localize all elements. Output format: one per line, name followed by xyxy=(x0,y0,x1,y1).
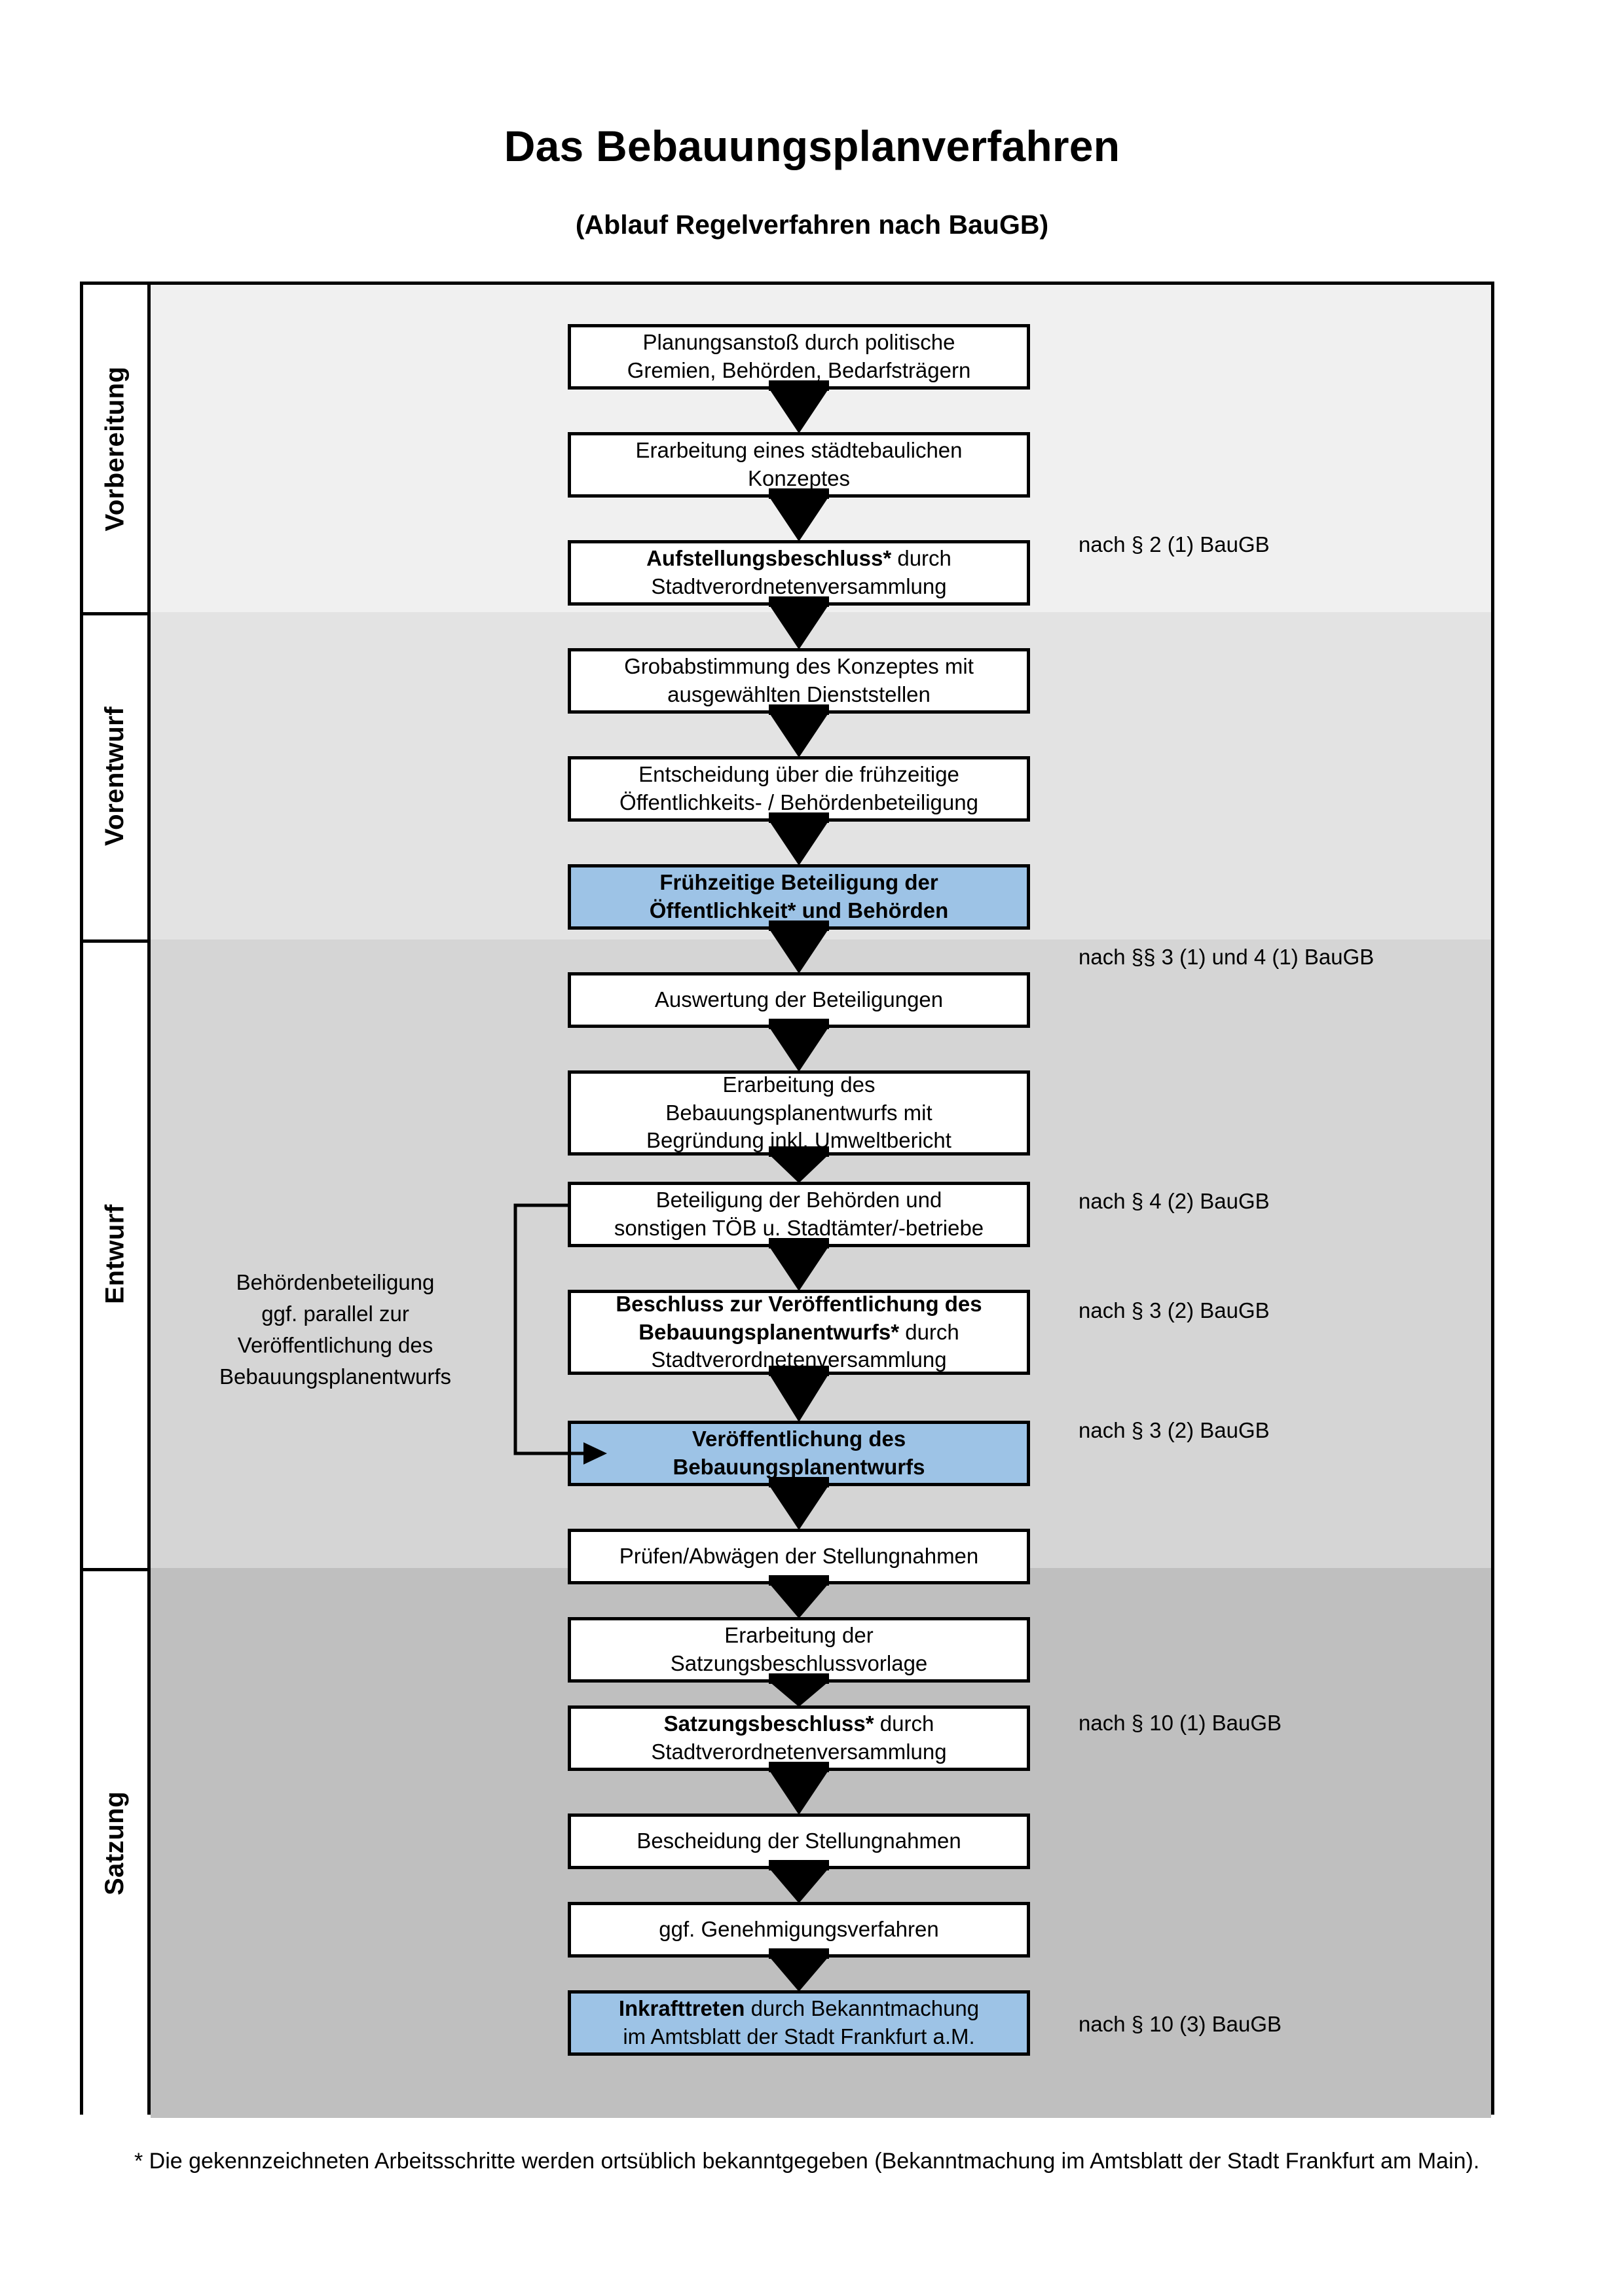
phase-label-divider xyxy=(83,1568,147,1571)
flow-arrow-13 xyxy=(769,1681,829,1707)
bypass-connector xyxy=(513,1203,607,1465)
phase-label-text: Entwurf xyxy=(100,1203,130,1304)
law-reference-n3: nach § 4 (2) BauGB xyxy=(1079,1189,1270,1213)
phase-label-text: Satzung xyxy=(100,1791,130,1895)
law-reference-n2: nach §§ 3 (1) und 4 (1) BauGB xyxy=(1079,945,1375,969)
page-title: Das Bebauungsplanverfahren xyxy=(504,122,1120,170)
phase-label-text: Vorbereitung xyxy=(100,366,130,531)
phase-label-satzung: Satzung xyxy=(83,1568,147,2118)
flow-arrow-14 xyxy=(769,1770,829,1815)
phase-label-entwurf: Entwurf xyxy=(83,939,147,1568)
law-reference-n6: nach § 10 (1) BauGB xyxy=(1079,1711,1282,1735)
flow-arrow-12 xyxy=(769,1583,829,1618)
label-column-divider xyxy=(147,285,151,2111)
flow-arrow-10 xyxy=(769,1374,829,1422)
law-reference-n7: nach § 10 (3) BauGB xyxy=(1079,2012,1282,2036)
flow-arrow-1 xyxy=(769,388,829,433)
flow-arrow-2 xyxy=(769,496,829,541)
flow-arrow-15 xyxy=(769,1868,829,1903)
flow-arrow-11 xyxy=(769,1485,829,1530)
flow-arrow-7 xyxy=(769,1027,829,1072)
law-reference-n1: nach § 2 (1) BauGB xyxy=(1079,532,1270,556)
page-subtitle: (Ablauf Regelverfahren nach BauGB) xyxy=(575,210,1049,240)
law-reference-n5: nach § 3 (2) BauGB xyxy=(1079,1418,1270,1442)
process-step-label: Prüfen/Abwägen der Stellungnahmen xyxy=(619,1544,979,1569)
flow-arrow-6 xyxy=(769,928,829,974)
process-step-label: ggf. Genehmigungsverfahren xyxy=(659,1917,939,1942)
bypass-arrowhead xyxy=(583,1442,607,1465)
process-step-7: Auswertung der Beteiligungen xyxy=(568,972,1030,1028)
flow-arrow-5 xyxy=(769,820,829,866)
phase-label-vorbereitung: Vorbereitung xyxy=(83,285,147,612)
flow-arrow-9 xyxy=(769,1246,829,1291)
flow-arrow-16 xyxy=(769,1956,829,1992)
process-step-label: Auswertung der Beteiligungen xyxy=(654,987,944,1012)
flow-arrow-8 xyxy=(769,1154,829,1183)
footnote: * Die gekennzeichneten Arbeitsschritte w… xyxy=(134,2149,1480,2174)
flow-arrow-3 xyxy=(769,604,829,649)
process-step-15: Bescheidung der Stellungnahmen xyxy=(568,1813,1030,1869)
law-reference-n4: nach § 3 (2) BauGB xyxy=(1079,1298,1270,1322)
flow-arrow-4 xyxy=(769,712,829,757)
phase-label-text: Vorentwurf xyxy=(100,706,130,846)
phase-label-divider xyxy=(83,612,147,615)
phase-label-vorentwurf: Vorentwurf xyxy=(83,612,147,939)
phase-label-divider xyxy=(83,939,147,943)
process-step-label: Bescheidung der Stellungnahmen xyxy=(637,1829,961,1853)
